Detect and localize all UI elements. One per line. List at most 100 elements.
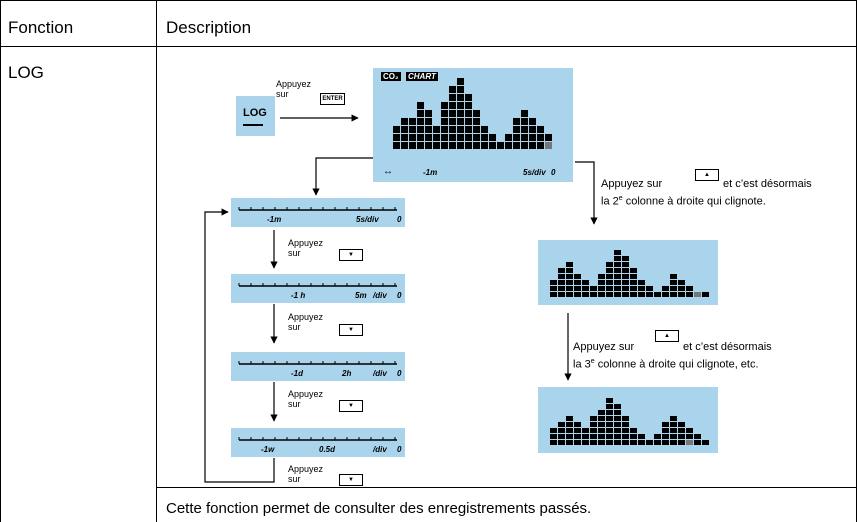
chart-block: [441, 134, 448, 141]
col3-chart-bars: [550, 398, 709, 445]
chart-block: [622, 416, 629, 421]
chart-block: [558, 280, 565, 285]
scale-2-left: -1 h: [291, 291, 306, 300]
chart-block: [622, 434, 629, 439]
table-header-divider: [0, 46, 857, 47]
chart-block: [686, 434, 693, 439]
chart-block: [558, 422, 565, 427]
chart-block: [566, 286, 573, 291]
chart-block: [662, 422, 669, 427]
chart-block: [425, 110, 432, 117]
chart-block: [574, 292, 581, 297]
chart-block: [606, 292, 613, 297]
chart-block: [670, 422, 677, 427]
chart-block: [457, 86, 464, 93]
chart-block: [566, 422, 573, 427]
chart-block: [686, 286, 693, 291]
step-text-col3-line2: et c’est désormais: [683, 341, 772, 353]
chart-block: [550, 440, 557, 445]
chart-block: [425, 134, 432, 141]
chart-block: [678, 434, 685, 439]
chart-block: [598, 440, 605, 445]
chart-block: [566, 268, 573, 273]
chart-block: [614, 440, 621, 445]
header-description: Description: [166, 18, 252, 37]
scale-4-ticks: [238, 437, 397, 441]
chart-block: [670, 416, 677, 421]
chart-block: [646, 440, 653, 445]
scale-3-left: -1d: [291, 369, 303, 378]
chart-block: [550, 428, 557, 433]
chart-block: [465, 102, 472, 109]
chart-block: [614, 292, 621, 297]
chart-block: [521, 142, 528, 149]
scale-4-right: /div: [373, 445, 387, 454]
chart-block: [638, 286, 645, 291]
chart-block: [566, 262, 573, 267]
chart-block: [614, 404, 621, 409]
chart-block: [558, 268, 565, 273]
chart-block: [566, 274, 573, 279]
chart-block: [550, 280, 557, 285]
scale-2-ticks: [238, 283, 397, 287]
chart-block: [550, 286, 557, 291]
table-footer-divider: [157, 487, 857, 488]
down-key-button-1[interactable]: ▼: [339, 249, 363, 261]
scale-1-right: 5s/div: [356, 215, 379, 224]
down-key-button-3[interactable]: ▼: [339, 400, 363, 412]
up-key-button-2[interactable]: ▲: [655, 330, 679, 342]
chart-block: [606, 434, 613, 439]
chart-block: [630, 286, 637, 291]
chart-block: [417, 142, 424, 149]
chart-block: [638, 280, 645, 285]
chart-block: [582, 434, 589, 439]
chart-block: [638, 440, 645, 445]
chart-block: [401, 142, 408, 149]
chart-block: [449, 118, 456, 125]
up-key-button-1[interactable]: ▲: [695, 169, 719, 181]
arrow-chart-to-col2: [575, 161, 598, 225]
main-scale-zero: 0: [551, 168, 556, 177]
chart-block: [678, 280, 685, 285]
chart-block: [513, 142, 520, 149]
chart-block: [441, 118, 448, 125]
chart-block: [606, 398, 613, 403]
scale-screen-3: -1d 2h /div 0: [231, 352, 405, 381]
chart-block: [606, 274, 613, 279]
chart-block: [606, 422, 613, 427]
scale-2-zero: 0: [397, 291, 402, 300]
chart-block: [521, 118, 528, 125]
chart-block: [686, 440, 693, 445]
log-key[interactable]: LOG: [236, 96, 275, 136]
main-scale-left: -1m: [423, 168, 438, 177]
chart-block: [598, 286, 605, 291]
chart-block: [590, 440, 597, 445]
chart-block: [457, 78, 464, 85]
down-key-button-4[interactable]: ▼: [339, 474, 363, 486]
down-key-button-2[interactable]: ▼: [339, 324, 363, 336]
chart-block: [622, 440, 629, 445]
chart-block: [582, 292, 589, 297]
chart-block: [630, 292, 637, 297]
chart-block: [529, 134, 536, 141]
chart-block: [489, 134, 496, 141]
chart-block: [678, 292, 685, 297]
chart-block: [558, 286, 565, 291]
chart-block: [622, 256, 629, 261]
chart-block: [630, 280, 637, 285]
chart-block: [670, 286, 677, 291]
chart-block: [630, 428, 637, 433]
chart-block: [694, 434, 701, 439]
chart-block: [614, 434, 621, 439]
chart-block: [622, 274, 629, 279]
chart-block: [606, 268, 613, 273]
chart-block: [678, 422, 685, 427]
enter-key-button[interactable]: ENTER: [320, 93, 345, 105]
chart-block: [646, 292, 653, 297]
arrow-chart-to-scale: [312, 157, 373, 196]
chart-block: [574, 280, 581, 285]
chart-block: [670, 292, 677, 297]
chart-block: [614, 416, 621, 421]
